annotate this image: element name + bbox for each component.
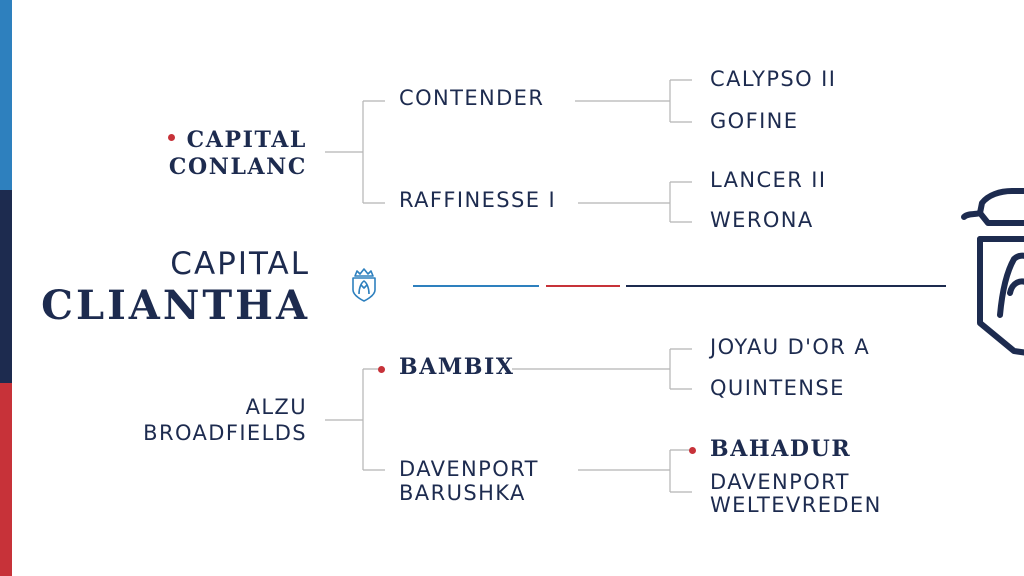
gen3-sd-sire-name: LANCER II	[710, 168, 827, 192]
dam-name-line2: BROADFIELDS	[143, 421, 307, 445]
gen3-ss-sire-name: CALYPSO II	[710, 67, 837, 91]
stripe-navy	[0, 190, 12, 383]
dam-sire-marker-dot	[378, 366, 385, 373]
gen3-dd-dam-name-line1: DAVENPORT	[710, 470, 850, 494]
dam-sire-name: BAMBIX	[399, 354, 515, 380]
sire-sire-name: CONTENDER	[399, 86, 545, 110]
sire-dam-name: RAFFINESSE I	[399, 188, 557, 212]
stripe-blue	[0, 0, 12, 190]
subject-name-line1: CAPITAL	[170, 246, 310, 282]
sire-marker-dot	[168, 134, 175, 141]
gen3-sd-dam-name: WERONA	[710, 208, 814, 232]
gen3-dd-sire-marker-dot	[689, 447, 696, 454]
gen3-ds-dam-name: QUINTENSE	[710, 376, 845, 400]
dam-dam-name-line2: BARUSHKA	[399, 481, 526, 505]
crowned-shield-emblem-icon	[352, 268, 376, 302]
subject-name-line2: CLIANTHA	[41, 282, 310, 329]
gen3-dd-sire-name: BAHADUR	[710, 436, 852, 462]
gen3-ss-dam-name: GOFINE	[710, 109, 799, 133]
sire-name-line1: CAPITAL	[186, 127, 307, 153]
dam-name-line1: ALZU	[245, 395, 307, 419]
sire-name-line2: CONLANC	[168, 154, 307, 180]
gen3-dd-dam-name-line2: WELTEVREDEN	[710, 493, 882, 517]
dam-dam-name-line1: DAVENPORT	[399, 457, 539, 481]
stripe-red	[0, 383, 12, 576]
large-crest-emblem-icon	[961, 188, 1024, 356]
gen3-ds-sire-name: JOYAU D'OR A	[710, 335, 871, 359]
